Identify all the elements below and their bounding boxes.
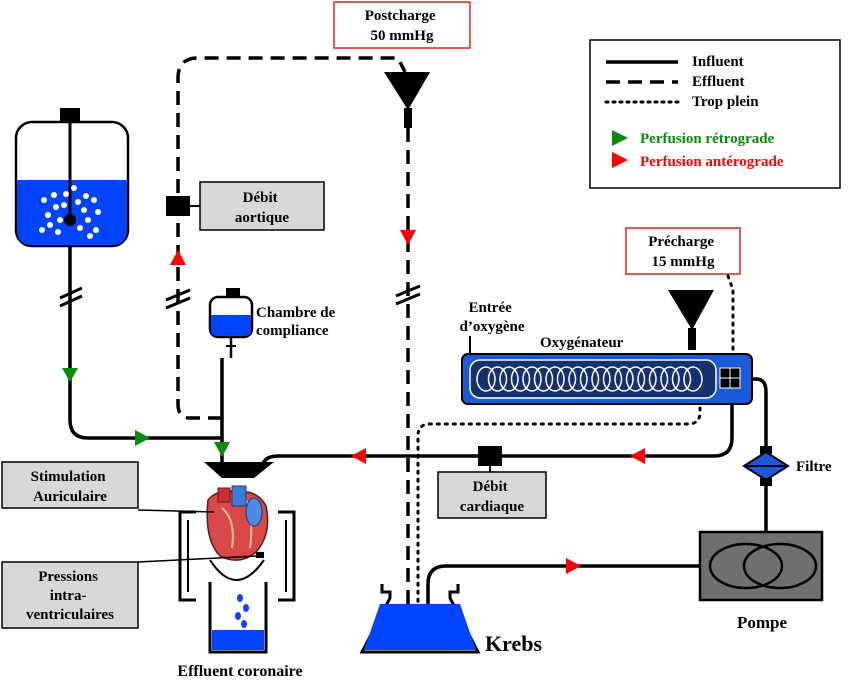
debit-aortique-probe: [166, 196, 190, 216]
anterograde-arrow: [400, 230, 416, 245]
svg-text:Postcharge 50 mmHg: Postcharge 50 mmHg: [365, 8, 440, 44]
coil-loop: [476, 366, 496, 392]
coil-loop: [614, 366, 634, 392]
legend-retrograde: Perfusion rétrograde: [640, 131, 775, 147]
oxygenateur-label: Oxygénateur: [540, 335, 624, 351]
tick-mark: [395, 284, 421, 306]
effluent-coronaire-label: Effluent coronaire: [177, 663, 302, 680]
legend-effluent: Effluent: [692, 74, 745, 90]
stimulation-box: Stimulation Auriculaire: [1, 461, 139, 509]
tick-mark: [165, 288, 191, 310]
coil-loop: [545, 366, 565, 392]
coil-loop: [648, 366, 669, 392]
coil-loop: [487, 366, 508, 392]
effluent-line-aortic: [176, 56, 407, 420]
pump: [698, 530, 824, 602]
chambre-label: Chambre de compliance: [256, 305, 339, 339]
krebs-label: Krebs: [485, 631, 542, 656]
tick-mark: [59, 286, 83, 308]
debit-cardiaque-probe: [478, 446, 502, 466]
precharge-box: Précharge 15 mmHg: [625, 227, 741, 275]
postcharge-funnel: [384, 72, 430, 128]
coil-loop: [499, 366, 519, 392]
coil-loop: [556, 366, 577, 392]
coil-loop: [602, 366, 623, 392]
heart-image: [206, 485, 269, 561]
legend-green-arrow: [612, 130, 628, 146]
influent-line-reservoir: [68, 245, 222, 440]
coil-loop: [660, 366, 680, 392]
coil-loop: [637, 366, 657, 392]
anterograde-arrow: [351, 448, 366, 464]
coil-loop: [533, 366, 554, 392]
postcharge-box: Postcharge 50 mmHg: [333, 1, 471, 49]
filter: [742, 446, 790, 486]
coil-loop: [625, 366, 646, 392]
coil-loop: [683, 366, 703, 392]
oxygenator: [461, 353, 753, 405]
reservoir: [14, 108, 130, 248]
krebs-outflow-line: [426, 564, 700, 640]
coil-loop: [591, 366, 611, 392]
anterograde-arrow: [566, 558, 581, 574]
svg-text:Débit cardiaque: Débit cardiaque: [460, 479, 525, 515]
coil-loop: [579, 366, 600, 392]
svg-text:Précharge 15 mmHg: Précharge 15 mmHg: [648, 234, 718, 270]
svg-text:Stimulation Auriculaire: Stimulation Auriculaire: [31, 469, 110, 505]
pressions-box: Pressions intra- ventriculaires: [1, 561, 139, 629]
entree-oxygene-label: Entrée d’oxygène: [460, 300, 525, 335]
debit-cardiaque-box: Débit cardiaque: [437, 471, 547, 519]
coil-loop: [671, 366, 692, 392]
retrograde-arrow: [62, 368, 78, 382]
coil-loop: [568, 366, 588, 392]
legend-red-arrow: [612, 152, 628, 168]
legend-anterograde: Perfusion antérograde: [640, 154, 784, 170]
retrograde-arrow: [135, 430, 150, 446]
svg-text:Pressions intra- v: Pressions intra- ventriculaires: [26, 569, 114, 623]
pump-line: [752, 377, 768, 532]
svg-text:Débit aortique: Débit aortique: [235, 190, 290, 226]
filtre-label: Filtre: [796, 459, 832, 475]
coil-loop: [522, 366, 542, 392]
coil-loop: [510, 366, 531, 392]
legend-trop-plein: Trop plein: [692, 94, 759, 110]
legend: Influent Effluent Trop plein Perfusion r…: [589, 39, 841, 189]
heart-chamber: [178, 510, 296, 654]
retrograde-arrow: [214, 442, 230, 457]
heart-cannula: [204, 462, 274, 478]
overflow-line: [416, 274, 735, 632]
compliance-chamber: [208, 288, 254, 358]
debit-aortique-box: Débit aortique: [199, 181, 325, 231]
krebs-flask: [359, 584, 481, 654]
anterograde-arrow: [170, 250, 186, 265]
anterograde-arrow: [630, 448, 645, 464]
pompe-label: Pompe: [737, 613, 788, 632]
precharge-funnel: [668, 290, 714, 350]
legend-influent: Influent: [692, 54, 744, 70]
